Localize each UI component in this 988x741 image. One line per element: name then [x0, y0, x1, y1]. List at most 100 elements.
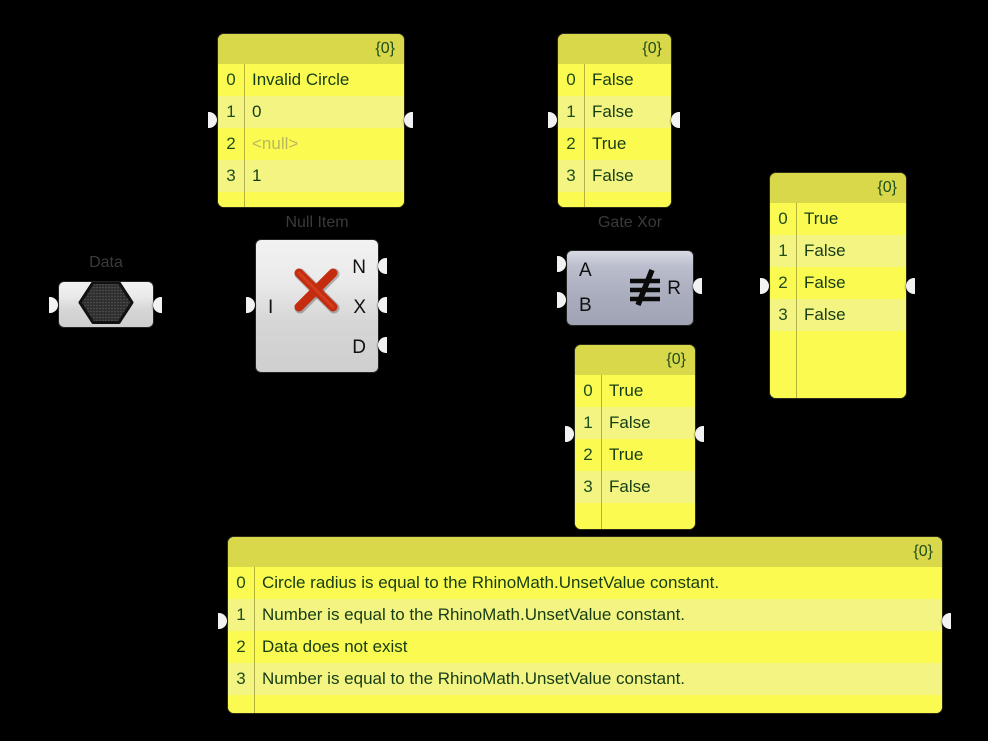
null-item-output-nub-D[interactable] — [378, 337, 387, 353]
null-item-output-N[interactable]: N — [352, 257, 366, 278]
panel-row[interactable]: 1 False — [575, 407, 695, 439]
gate-xor-input-nub-B[interactable] — [557, 292, 566, 308]
row-index: 1 — [226, 102, 236, 121]
panel-descriptions[interactable]: {0} 0 Circle radius is equal to the Rhin… — [227, 536, 943, 714]
panel-row[interactable]: 2 <null> — [218, 128, 404, 160]
panel-filler — [558, 192, 671, 207]
gate-xor-node[interactable]: A B R — [566, 250, 694, 326]
row-index: 0 — [236, 573, 246, 592]
panel-gutter — [584, 64, 585, 207]
panel-row[interactable]: 2 True — [575, 439, 695, 471]
row-value: Data does not exist — [262, 637, 408, 656]
row-value: 1 — [252, 166, 262, 185]
panel-input-nub[interactable] — [218, 613, 227, 629]
row-value: Number is equal to the RhinoMath.UnsetVa… — [262, 605, 686, 624]
row-value: False — [609, 413, 651, 432]
row-value: False — [609, 477, 651, 496]
panel-row[interactable]: 0 True — [770, 203, 906, 235]
row-value: False — [592, 166, 634, 185]
red-x-icon — [292, 266, 342, 316]
panel-output-nub[interactable] — [942, 613, 951, 629]
panel-row[interactable]: 0 True — [575, 375, 695, 407]
panel-row[interactable]: 2 Data does not exist — [228, 631, 942, 663]
row-index: 3 — [236, 669, 246, 688]
panel-row[interactable]: 0 Invalid Circle — [218, 64, 404, 96]
panel-header: {0} — [558, 34, 671, 64]
row-value: True — [804, 209, 839, 228]
panel-row[interactable]: 2 False — [770, 267, 906, 299]
panel-input-nub[interactable] — [548, 112, 557, 128]
row-value: True — [592, 134, 627, 153]
null-item-input-nub-I[interactable] — [246, 297, 255, 313]
row-index: 3 — [778, 305, 788, 324]
panel-row[interactable]: 1 False — [558, 96, 671, 128]
panel-header: {0} — [770, 173, 906, 203]
panel-null-item-output[interactable]: {0} 0 Invalid Circle 1 0 2 <null> 3 1 — [217, 33, 405, 208]
row-value: Circle radius is equal to the RhinoMath.… — [262, 573, 720, 592]
panel-row[interactable]: 3 Number is equal to the RhinoMath.Unset… — [228, 663, 942, 695]
null-item-output-nub-X[interactable] — [378, 297, 387, 313]
row-index: 2 — [236, 637, 246, 656]
row-value: False — [592, 102, 634, 121]
panel-row[interactable]: 3 1 — [218, 160, 404, 192]
row-index: 3 — [566, 166, 576, 185]
null-item-input-I[interactable]: I — [268, 297, 274, 318]
not-identical-icon — [623, 265, 667, 309]
panel-row[interactable]: 3 False — [558, 160, 671, 192]
row-index: 0 — [778, 209, 788, 228]
row-value: False — [804, 273, 846, 292]
hexagon-icon — [78, 282, 134, 327]
row-value: True — [609, 381, 644, 400]
panel-output-nub[interactable] — [906, 278, 915, 294]
row-index: 2 — [778, 273, 788, 292]
panel-output-nub[interactable] — [404, 112, 413, 128]
null-item-output-nub-N[interactable] — [378, 258, 387, 274]
row-value: False — [592, 70, 634, 89]
panel-gate-xor-result[interactable]: {0} 0 True 1 False 2 False 3 False — [769, 172, 907, 399]
panel-body: 0 False 1 False 2 True 3 False — [558, 64, 671, 207]
panel-row[interactable]: 0 False — [558, 64, 671, 96]
panel-gate-xor-input[interactable]: {0} 0 False 1 False 2 True 3 False — [557, 33, 672, 208]
gate-xor-output-R[interactable]: R — [667, 278, 681, 299]
panel-row[interactable]: 0 Circle radius is equal to the RhinoMat… — [228, 567, 942, 599]
panel-filler — [575, 503, 695, 529]
data-param-input-nub[interactable] — [49, 297, 58, 313]
row-value: Number is equal to the RhinoMath.UnsetVa… — [262, 669, 686, 688]
data-param-output-nub[interactable] — [153, 297, 162, 313]
row-value: 0 — [252, 102, 262, 121]
panel-output-nub[interactable] — [671, 112, 680, 128]
row-index: 1 — [566, 102, 576, 121]
row-value: Invalid Circle — [252, 70, 350, 89]
panel-row[interactable]: 2 True — [558, 128, 671, 160]
panel-row[interactable]: 1 0 — [218, 96, 404, 128]
row-index: 2 — [583, 445, 593, 464]
panel-input-nub[interactable] — [565, 426, 574, 442]
row-index: 3 — [226, 166, 236, 185]
panel-row[interactable]: 1 Number is equal to the RhinoMath.Unset… — [228, 599, 942, 631]
row-index: 2 — [566, 134, 576, 153]
row-index: 0 — [583, 381, 593, 400]
data-param-node[interactable] — [58, 281, 154, 328]
null-item-output-D[interactable]: D — [352, 337, 366, 358]
gate-xor-output-nub-R[interactable] — [693, 278, 702, 294]
panel-gate-xor-second-input[interactable]: {0} 0 True 1 False 2 True 3 False — [574, 344, 696, 530]
panel-header: {0} — [575, 345, 695, 375]
null-item-node[interactable]: I N X D — [255, 239, 379, 373]
null-item-caption: Null Item — [285, 214, 349, 231]
panel-row[interactable]: 1 False — [770, 235, 906, 267]
null-item-output-X[interactable]: X — [353, 297, 366, 318]
row-index: 3 — [583, 477, 593, 496]
gate-xor-input-nub-A[interactable] — [557, 256, 566, 272]
panel-row[interactable]: 3 False — [575, 471, 695, 503]
panel-gutter — [796, 203, 797, 398]
panel-input-nub[interactable] — [208, 112, 217, 128]
panel-body: 0 True 1 False 2 True 3 False — [575, 375, 695, 529]
panel-input-nub[interactable] — [760, 278, 769, 294]
panel-row[interactable]: 3 False — [770, 299, 906, 331]
gate-xor-input-A[interactable]: A — [579, 260, 592, 281]
gate-xor-input-B[interactable]: B — [579, 295, 592, 316]
panel-output-nub[interactable] — [695, 426, 704, 442]
row-index: 1 — [236, 605, 246, 624]
row-value: False — [804, 241, 846, 260]
